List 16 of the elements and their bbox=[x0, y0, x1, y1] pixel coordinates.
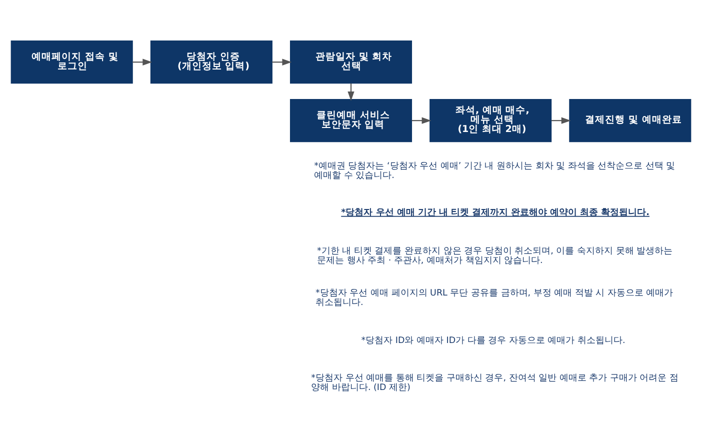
node-box: 당첨자 인증 (개인정보 입력) bbox=[150, 40, 272, 84]
arrow bbox=[551, 117, 571, 124]
label: *당첨자 우선 예매 기간 내 티켓 결제까지 완료해야 예약이 최종 확정됩니다. bbox=[341, 208, 650, 218]
node-box: 클린예매 서비스 보안문자 입력 bbox=[290, 99, 412, 142]
arrow bbox=[132, 58, 152, 66]
label: *당첨자 우선 예매를 통해 티켓을 구매하신 경우, 잔여석 일반 예매로 추가 구매가 어려운 점 양해 바랍니다. (ID 제한) bbox=[311, 373, 678, 393]
node-box: 좌석, 예매 매수, 메뉴 선택 (1인 최대 2매) bbox=[430, 99, 552, 142]
label: *당첨자 ID와 예매자 ID가 다를 경우 자동으로 예매가 취소됩니다. bbox=[361, 336, 626, 346]
label: *당첨자 우선 예매 페이지의 URL 무단 공유를 금하며, 부정 예매 적발 시 자동으로 예매가 취소됩니다. bbox=[316, 288, 674, 308]
label: *기한 내 티켓 결제를 완료하지 않은 경우 당첨이 취소되며, 이를 숙지하지 못해 발생하는 문제는 행사 주최 · 주관사, 예매처가 책임지지 않습니다. bbox=[317, 246, 673, 266]
node-box: 결제진행 및 예매완료 bbox=[569, 99, 692, 142]
node-box: 관람일자 및 회차 선택 bbox=[290, 40, 412, 84]
arrow bbox=[412, 117, 432, 124]
label: *예매권 당첨자는 ‘당첨자 우선 예매’ 기간 내 원하시는 회차 및 좌석을 선착순으로 선택 및 예매할 수 있습니다. bbox=[314, 162, 676, 182]
arrow bbox=[272, 58, 292, 66]
node-box: 예매페이지 접속 및 로그인 bbox=[10, 40, 133, 84]
